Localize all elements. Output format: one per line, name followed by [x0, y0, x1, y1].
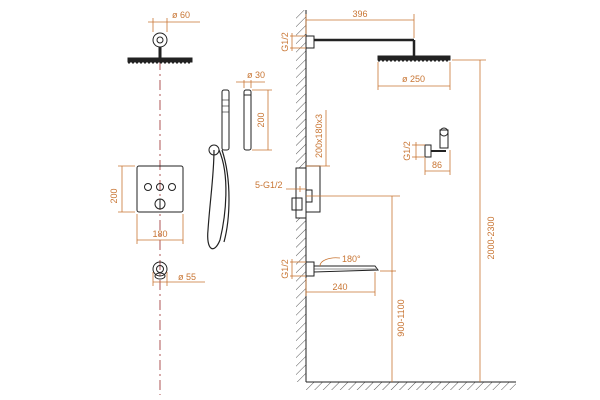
- concealed-box-side: [291, 165, 321, 219]
- dim-bracket-thread: [412, 142, 425, 160]
- plate-width-label: 180: [152, 229, 167, 239]
- dim-spout-height: [380, 270, 396, 382]
- dim-rain-head: [377, 62, 451, 90]
- spout-thread-label: G1/2: [280, 259, 290, 279]
- flange-diameter-label: ø 60: [172, 10, 190, 20]
- bracket-depth-label: 86: [432, 160, 442, 170]
- hand-shower-diameter-label: ø 30: [247, 70, 265, 80]
- dim-spout-reach: [305, 272, 376, 296]
- spout-rotation-label: 180°: [342, 254, 361, 264]
- dim-spout-rotation: [319, 257, 341, 267]
- arm-flange-front-view: [127, 32, 193, 64]
- dim-box-connections: [286, 186, 400, 272]
- bracket-thread-label: G1/2: [402, 141, 412, 161]
- spout-flange-label: ø 55: [178, 272, 196, 282]
- bath-spout-side: [305, 261, 379, 277]
- arm-thread-label: G1/2: [280, 32, 290, 52]
- hand-shower-set: [207, 89, 230, 250]
- floor-section: [306, 381, 516, 390]
- spout-flange-front-view: [152, 261, 168, 280]
- hand-shower-bracket: [424, 127, 449, 158]
- box-size-label: 200x180x3: [314, 114, 324, 158]
- dim-box-size: [306, 110, 330, 167]
- dim-bracket-depth: [424, 150, 451, 175]
- hand-shower-side-view: [243, 89, 252, 151]
- rain-head-label: ø 250: [402, 74, 425, 84]
- arm-length-label: 396: [352, 9, 367, 19]
- dim-plate-height: [118, 165, 135, 213]
- dim-flange-diameter: [148, 18, 200, 32]
- plate-height-label: 200: [109, 188, 119, 203]
- dim-spout-thread: [290, 259, 306, 279]
- hand-shower-length-label: 200: [256, 112, 266, 127]
- dim-spout-flange: [152, 272, 205, 286]
- spout-reach-label: 240: [332, 282, 347, 292]
- head-height-label: 2000-2300: [486, 216, 496, 259]
- shower-arm-and-head: [305, 35, 451, 62]
- dim-arm-length: [305, 14, 415, 38]
- box-connections-label: 5-G1/2: [255, 180, 283, 190]
- dim-arm-thread: [290, 33, 306, 51]
- mixer-plate-front-view: [136, 165, 184, 213]
- dim-plate-width: [136, 214, 184, 244]
- dim-hand-shower-diameter: [236, 80, 265, 88]
- dim-hand-shower-length: [252, 89, 272, 151]
- spout-height-label: 900-1100: [396, 299, 406, 336]
- dim-head-height: [452, 59, 486, 382]
